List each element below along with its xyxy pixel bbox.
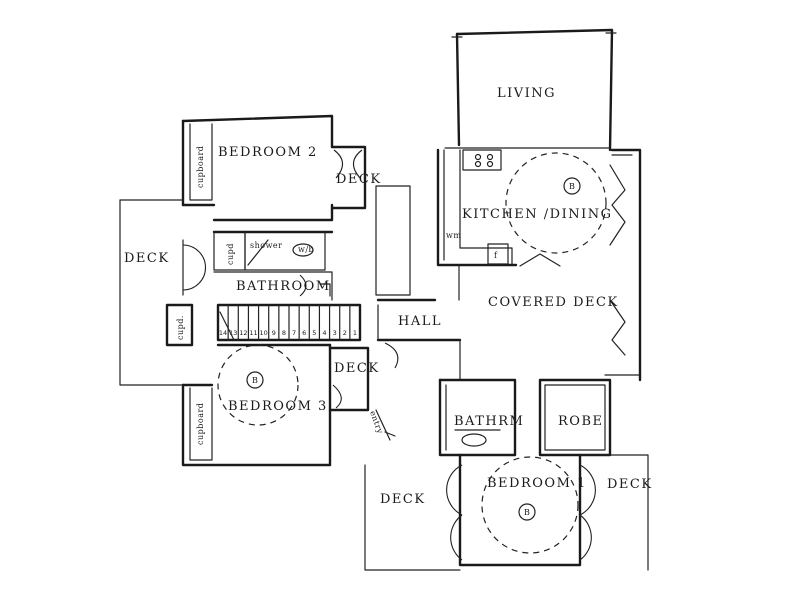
stair-step-number: 12: [239, 329, 247, 337]
bedroom3-walls: [181, 343, 370, 467]
room-label-bathroom: BATHROOM: [236, 279, 331, 294]
label-cupd-bathroom: cupd: [226, 243, 235, 265]
stair-step-number: 3: [333, 329, 337, 337]
stair-step-number: 4: [322, 329, 326, 337]
label-wm: wm: [446, 231, 461, 240]
stair-step-number: 5: [312, 329, 316, 337]
bathrm-robe-walls: [438, 378, 612, 457]
east-deck-outline: [579, 454, 649, 571]
bed-marker-kitchen: B: [569, 182, 575, 191]
label-cupboard-bedroom3: cupboard: [196, 403, 205, 445]
room-label-bedroom3: BEDROOM 3: [228, 399, 328, 414]
living-room-walls: [451, 28, 642, 382]
label-cupd-hall: cupd.: [176, 315, 185, 340]
room-label-deck-east: DECK: [607, 477, 653, 492]
stair-step-number: 8: [282, 329, 286, 337]
stair-step-number: 7: [292, 329, 296, 337]
bed-marker-bedroom3: B: [252, 376, 258, 385]
room-label-deck-bedroom2: DECK: [336, 172, 382, 187]
bed-marker-bedroom1: B: [524, 508, 530, 517]
room-label-bedroom1: BEDROOM 1: [487, 476, 587, 491]
stair-step-number: 1: [353, 329, 357, 337]
stair-step-number: 10: [260, 329, 268, 337]
room-label-bathrm: BATHRM: [454, 414, 524, 429]
room-label-bedroom2: BEDROOM 2: [218, 145, 318, 160]
bedroom2-walls: [181, 114, 411, 296]
label-wb: w/b: [298, 245, 314, 254]
room-label-deck-west: DECK: [124, 251, 170, 266]
stair-step-number: 9: [272, 329, 276, 337]
stair-step-number: 11: [249, 329, 257, 337]
hall-walls: [376, 298, 462, 369]
label-cupboard-bedroom2: cupboard: [196, 146, 205, 188]
covered-deck-outline: [458, 264, 641, 381]
stair-step-number: 13: [229, 329, 237, 337]
kitchen-dining-walls: [436, 147, 626, 267]
stair-break-line: [219, 311, 235, 341]
label-shower: shower: [250, 241, 282, 250]
bathroom-walls: [212, 230, 334, 301]
entry-marker: [375, 409, 396, 441]
room-label-deck-south: DECK: [380, 492, 426, 507]
room-label-living: LIVING: [497, 86, 556, 101]
room-label-covered-deck: COVERED DECK: [488, 295, 619, 310]
stair-step-number: 2: [343, 329, 347, 337]
room-label-kitchen-dining: KITCHEN /DINING: [462, 207, 613, 222]
west-deck-outline: [119, 199, 207, 386]
label-fridge: f: [494, 251, 498, 260]
stair-step-number: 6: [302, 329, 306, 337]
room-label-robe: ROBE: [558, 414, 604, 429]
south-deck-outline: [364, 464, 461, 571]
bedroom1-walls: [446, 453, 596, 567]
room-label-deck-bedroom3: DECK: [334, 361, 380, 376]
hall-cupboard-walls: [165, 303, 194, 347]
room-label-hall: HALL: [398, 314, 442, 329]
stair-step-number: 14: [219, 329, 227, 337]
label-entry: entry: [368, 410, 385, 436]
